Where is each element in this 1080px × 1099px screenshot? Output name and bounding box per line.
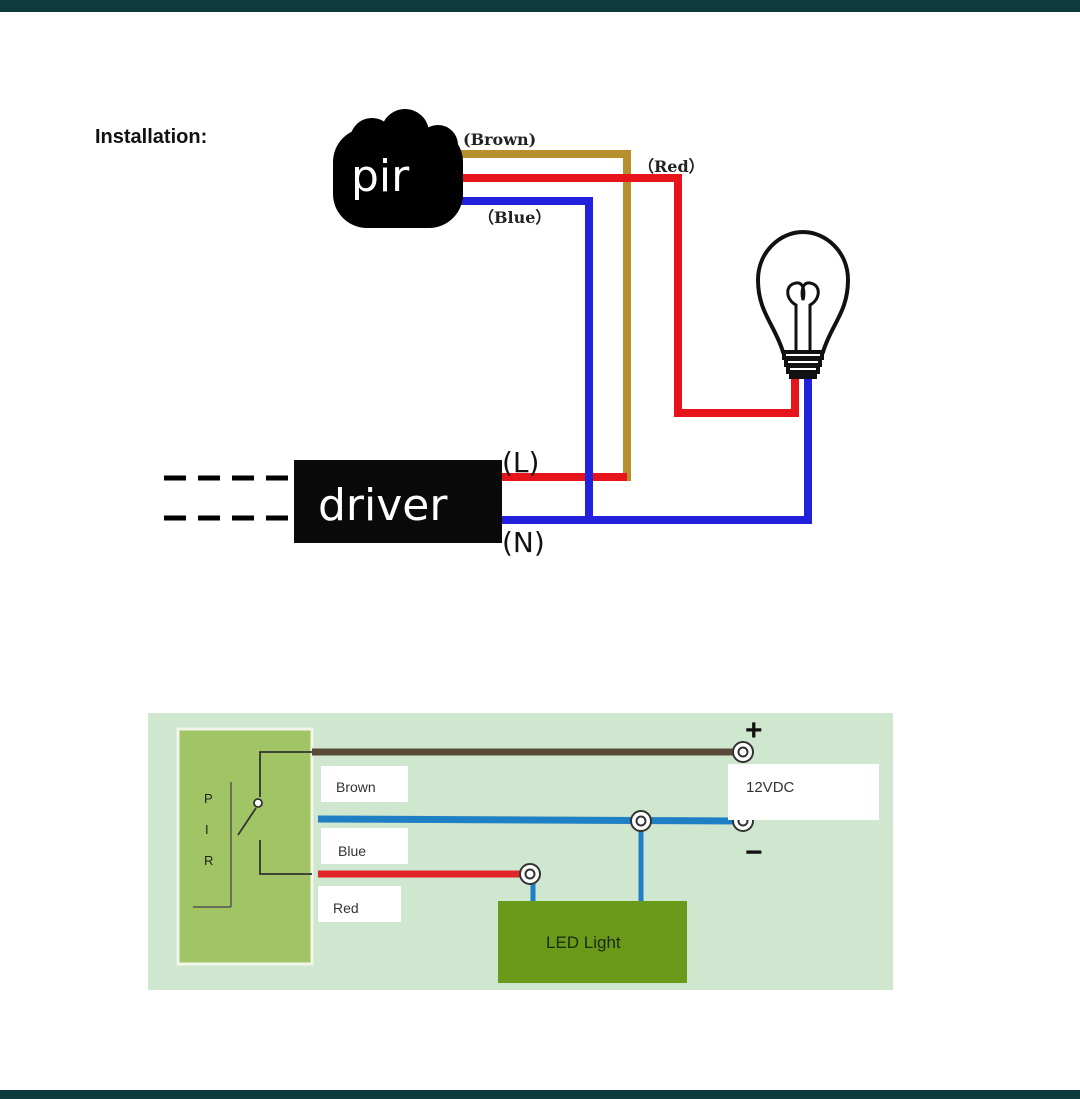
terminal-icon bbox=[732, 741, 754, 763]
minus-sign: − bbox=[745, 836, 763, 869]
driver-label: driver bbox=[318, 480, 448, 531]
pir-sensor: pir bbox=[333, 109, 463, 228]
neutral-wire bbox=[502, 377, 812, 524]
supply-label-box bbox=[728, 764, 879, 820]
relay-switch-icon bbox=[237, 751, 312, 875]
bottom-bar bbox=[0, 1090, 1080, 1099]
terminal-n-label: (N) bbox=[502, 526, 545, 559]
brown-label: Brown bbox=[336, 779, 376, 795]
red-label: Red bbox=[333, 900, 359, 916]
installation-heading: Installation: bbox=[95, 126, 207, 148]
red-wire-label: （Red） bbox=[638, 157, 705, 176]
blue-label: Blue bbox=[338, 843, 366, 859]
supply-label: 12VDC bbox=[746, 779, 795, 796]
led-light-box: LED Light bbox=[498, 901, 687, 983]
brown-wire-label: (Brown) bbox=[463, 130, 536, 149]
pir-letter-p: P bbox=[204, 791, 213, 806]
diagram-pir-12vdc: P I R Brown Blue Red bbox=[148, 713, 893, 990]
diagram-pir-driver: Installation: (Brown) （Red） （Blue） pir d… bbox=[95, 109, 851, 559]
blue-wire-label: （Blue） bbox=[478, 208, 551, 227]
brown-label-box bbox=[321, 766, 408, 802]
pir-letter-i: I bbox=[205, 822, 209, 837]
red-label-box bbox=[318, 886, 401, 922]
terminal-icon bbox=[519, 863, 541, 885]
dashed-inputs bbox=[164, 475, 294, 521]
red-wire bbox=[452, 174, 799, 417]
light-bulb-icon bbox=[755, 229, 851, 379]
blue-wire-2 bbox=[317, 815, 744, 825]
terminal-l-label: (L) bbox=[502, 446, 539, 479]
pir-module: P I R bbox=[176, 727, 314, 966]
plus-sign: + bbox=[745, 714, 763, 747]
top-bar bbox=[0, 0, 1080, 12]
driver-box: driver bbox=[294, 460, 502, 543]
pir-letter-r: R bbox=[204, 853, 213, 868]
led-light-label: LED Light bbox=[546, 933, 621, 952]
pir-label: pir bbox=[351, 151, 410, 202]
blue-label-box bbox=[321, 828, 408, 864]
blue-wire bbox=[452, 197, 593, 520]
junction-icon bbox=[630, 810, 652, 832]
